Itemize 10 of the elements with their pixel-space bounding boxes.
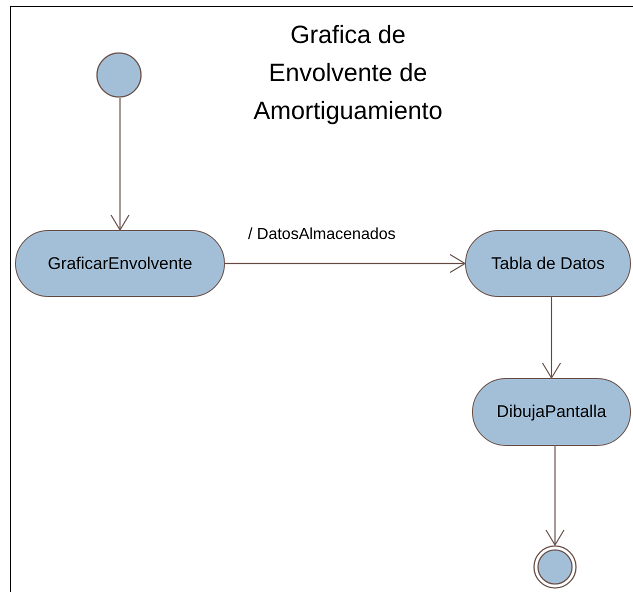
diagram-title: Grafica de Envolvente de Amortiguamiento <box>252 20 444 127</box>
transition-arrow <box>545 446 565 546</box>
final-state <box>533 545 577 589</box>
action-label: Tabla de Datos <box>491 254 605 274</box>
transition-arrow <box>225 254 466 274</box>
action-label: GraficarEnvolvente <box>48 254 192 274</box>
action-label: DibujaPantalla <box>496 402 606 422</box>
initial-state <box>96 52 142 98</box>
transition-arrow <box>110 98 130 231</box>
transition-arrow <box>542 297 562 379</box>
